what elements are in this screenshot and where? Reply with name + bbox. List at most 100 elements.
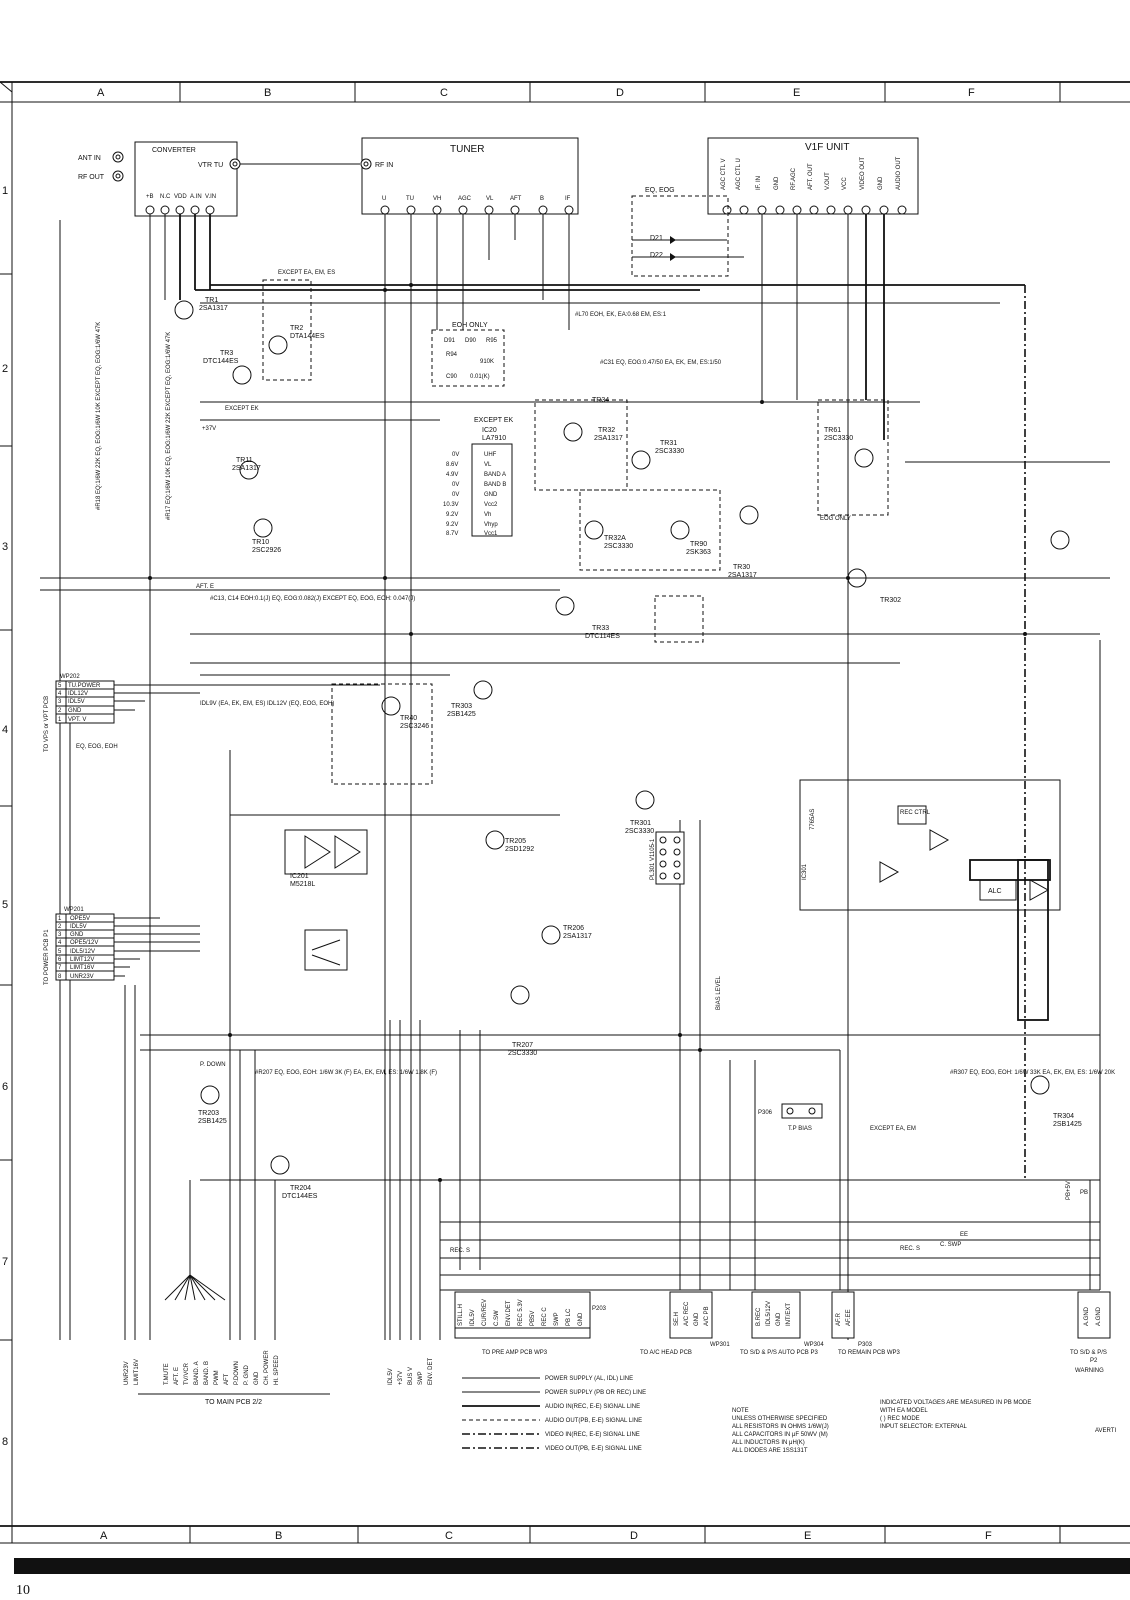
row-label: 5 [2, 899, 8, 911]
main-pcb-fan: AFT [224, 1373, 230, 1385]
wp301-pin: A/C PB [704, 1306, 710, 1326]
main-pcb-fan: TV/VCR [184, 1362, 190, 1385]
wp301-to: TO A/C HEAD PCB [640, 1350, 692, 1356]
wp202-pin: TU.POWER [68, 683, 101, 689]
main-pcb-right: HI. SPEED [274, 1355, 280, 1385]
wp202-name: WP202 [60, 674, 80, 680]
alc-label: ALC [988, 888, 1002, 895]
tr-part: DTC144ES [203, 358, 239, 365]
tuner-pin: VH [433, 196, 441, 202]
ic20-volt: 0V [452, 482, 459, 488]
row-label: 1 [2, 185, 8, 197]
main-pcb-right: GND [254, 1371, 260, 1385]
svg-text:C90: C90 [446, 374, 458, 380]
eq-eog-label: EQ, EOG [645, 187, 675, 194]
p2-to: TO S/D & P/S [1070, 1350, 1107, 1356]
col-label: F [968, 87, 975, 99]
legend-item: AUDIO OUT(PB, E-E) SIGNAL LINE [545, 1418, 642, 1424]
ic201-switch [304, 929, 348, 971]
except-ea-label: EXCEPT EA, EM, ES [278, 270, 335, 276]
col-label: D [630, 1530, 638, 1542]
converter-pin: V.IN [205, 194, 216, 200]
note-line: ALL RESISTORS IN OHMS 1/6W(J) [732, 1424, 829, 1430]
converter-pin: A.IN [190, 194, 202, 200]
tuner-title: TUNER [450, 144, 484, 155]
svg-text:2: 2 [58, 924, 62, 930]
wp301-name: WP301 [710, 1342, 730, 1348]
tr-name: TR32A [604, 535, 626, 542]
v37-label: +37V [202, 426, 216, 432]
tr-part: 2SB1425 [447, 711, 476, 718]
wp201-pin: LIMT16V [70, 965, 94, 971]
bottom-bar [14, 1558, 1130, 1574]
indication-line: WITH EA MODEL [880, 1408, 928, 1414]
tr-name: TR302 [880, 597, 901, 604]
wp301-pin: A/C REC [684, 1301, 690, 1326]
ic20-pin: Vh [484, 512, 491, 518]
tr-part: 2SC3330 [508, 1050, 537, 1057]
p2-name: P2 [1090, 1358, 1098, 1364]
tr-name: TR32 [598, 427, 615, 434]
wp202-to: TO VPS or VPT PCB [44, 696, 50, 752]
tr-name: TR206 [563, 925, 584, 932]
ic20-pin: BAND B [484, 482, 506, 488]
svg-text:4: 4 [58, 940, 62, 946]
p203-to: TO PRE AMP PCB WP3 [482, 1350, 548, 1356]
tr-part: 2SB1425 [198, 1118, 227, 1125]
ic20-volt: 0V [452, 452, 459, 458]
rf-in-label: RF IN [375, 162, 393, 169]
tr-part: 2SK363 [686, 549, 711, 556]
p303-pin: AF.R [836, 1312, 842, 1326]
wp304-pin: IDL5/12V [766, 1301, 772, 1326]
main-pcb-right: P. GND [244, 1364, 250, 1385]
except-ea-box: EXCEPT EA, EM, ES [262, 270, 335, 381]
tr-name: TR301 [630, 820, 651, 827]
p303-name: P303 [858, 1342, 873, 1348]
vif-pin: GND [774, 176, 780, 190]
r18-note: #R18 EQ:1/6W 22K EQ, EOG:1/6W 10K EXCEPT… [96, 322, 102, 510]
ic20-name: IC20 [482, 427, 497, 434]
tr-name: TR11 [236, 457, 253, 464]
p2-pin: A.GND [1084, 1306, 1090, 1326]
row-label: 7 [2, 1256, 8, 1268]
except-ek-box [534, 399, 628, 491]
svg-text:5: 5 [58, 949, 62, 955]
svg-text:D90: D90 [465, 338, 477, 344]
pb-label: PB [1080, 1190, 1088, 1196]
wp201-pin: IDL5/12V [70, 949, 95, 955]
legend-item: VIDEO IN(REC, E-E) SIGNAL LINE [545, 1432, 640, 1438]
p306-connector: P306 T.P BIAS [758, 1103, 823, 1132]
vif-pin: AFT. OUT [808, 163, 814, 190]
tr-name: TR1 [205, 297, 218, 304]
svg-text:7: 7 [58, 965, 62, 971]
ic301-block: IC301 7765AS REC CTRL ALC [799, 779, 1061, 1021]
wp202-pin: IDL12V [68, 691, 88, 697]
tr-name: TR10 [252, 539, 269, 546]
ee-label: EE [960, 1232, 968, 1238]
note-line: ALL CAPACITORS IN μF 50WV (M) [732, 1432, 828, 1438]
rec-ctrl-label: REC CTRL [900, 810, 931, 816]
ic20-volt: 9.2V [446, 512, 458, 518]
svg-text:D21: D21 [650, 235, 663, 242]
p203-pin: REC C [542, 1307, 548, 1326]
legend-item: AUDIO IN(REC, E-E) SIGNAL LINE [545, 1404, 640, 1410]
fan-lines [164, 1180, 226, 1301]
indication-line: INPUT SELECTOR: EXTERNAL [880, 1424, 967, 1430]
p2-pin: A.GND [1096, 1306, 1102, 1326]
rotated-notes: #R18 EQ:1/6W 22K EQ, EOG:1/6W 10K EXCEPT… [96, 322, 172, 520]
ic20-volt: 8.6V [446, 462, 458, 468]
p203-pin: GND [578, 1312, 584, 1326]
col-label: B [264, 87, 271, 99]
column-labels-top: A B C D E F [97, 87, 975, 99]
vif-pin: VCC [842, 177, 848, 190]
legend-item: POWER SUPPLY (PB OR REC) LINE [545, 1390, 646, 1396]
p203-pin: REC 5.3V [518, 1299, 524, 1326]
tr-part: 2SA1317 [563, 933, 592, 940]
wp304-pin: GND [776, 1312, 782, 1326]
pl301-label: PL301 V1105-1 [650, 838, 656, 880]
ic201-block: IC201 M5218L [284, 829, 368, 888]
col-label: E [793, 87, 800, 99]
svg-text:0.01(K): 0.01(K) [470, 374, 490, 380]
